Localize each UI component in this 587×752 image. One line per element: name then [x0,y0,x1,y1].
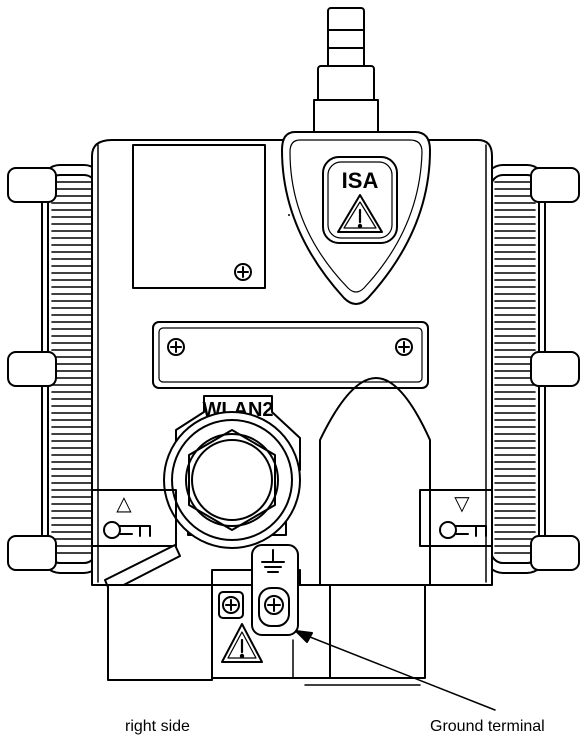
caption-ground-terminal: Ground terminal [430,718,545,735]
ground-leader-line [295,630,496,711]
ground-symbol-icon [261,549,285,573]
key-icon [439,521,487,539]
isa-label: ISA [342,168,379,193]
isa-housing [281,131,431,305]
lower-panel [319,377,431,586]
left-key-band: △ [91,489,177,547]
left-ribbed-ring [7,164,103,574]
warning-icon [221,623,263,663]
key-icon [103,521,151,539]
down-arrow: ▽ [454,493,470,515]
caption-right-side: right side [125,718,190,735]
right-key-band: ▽ [419,489,493,547]
terminal-screw [218,591,244,619]
right-ribbed-ring [484,164,580,574]
wlan-port: WLAN2 [163,395,301,549]
ground-terminal [251,544,299,636]
up-arrow: △ [116,493,132,515]
cover-plate [132,144,266,289]
antenna-connector [313,7,379,135]
nameplate [152,321,429,389]
mark [288,214,290,216]
